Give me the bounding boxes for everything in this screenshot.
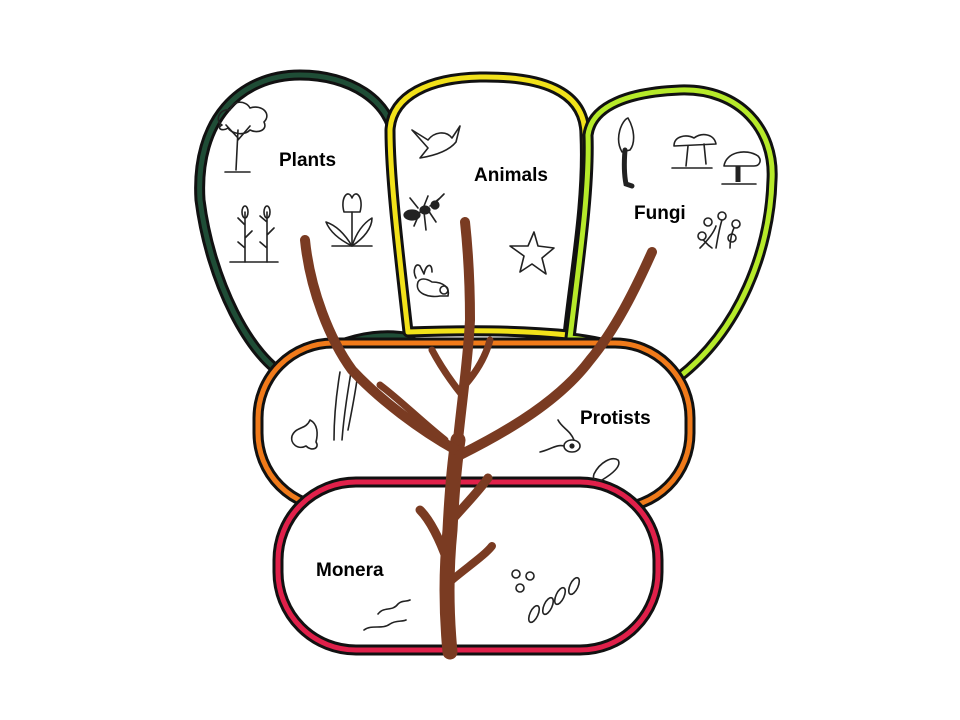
fungi-outline — [564, 84, 778, 384]
animals-outline — [384, 71, 591, 341]
branch-monera-left — [415, 505, 452, 565]
branch-monera-right — [448, 542, 496, 584]
plants-label: Plants — [279, 150, 336, 171]
branch-animals-right — [461, 336, 494, 389]
ant-icon — [403, 193, 445, 231]
bacillus-bacteria-icon — [527, 576, 581, 624]
amoeba-icon — [290, 419, 318, 450]
mushroom-icon — [721, 151, 761, 185]
tree-trunk — [439, 432, 466, 660]
animals-border — [387, 74, 588, 338]
animals-region — [384, 71, 591, 341]
tree-icon — [217, 101, 268, 173]
paramecium-icon — [592, 458, 620, 482]
tree-of-life — [300, 217, 657, 660]
animals-label: Animals — [474, 165, 548, 186]
fungi-sketches — [617, 117, 761, 249]
starfish-icon — [509, 231, 555, 275]
tulip-icon — [325, 193, 373, 247]
plants-region — [194, 69, 416, 384]
branch-animals — [453, 217, 475, 445]
animal-sketches — [403, 125, 555, 298]
mushroom-pair-icon — [671, 133, 717, 169]
elongated-fungus-icon — [617, 117, 635, 189]
monera-border — [275, 479, 661, 653]
plant-sketches — [217, 101, 373, 263]
fungi-label: Fungi — [634, 203, 686, 224]
protists-label: Protists — [580, 408, 651, 429]
monera-label: Monera — [316, 560, 384, 581]
coccus-bacteria-icon — [511, 569, 535, 593]
rabbit-icon — [413, 264, 450, 298]
reed-plants-icon — [229, 205, 279, 263]
branch-protists-right — [447, 473, 493, 525]
hummingbird-icon — [411, 125, 461, 159]
branch-animals-left — [428, 346, 466, 399]
branch-plants-inner — [376, 381, 449, 444]
branch-plants — [300, 235, 461, 455]
branch-fungi — [455, 247, 657, 460]
mold-cluster-icon — [697, 211, 741, 249]
spirillum-bacteria-icon — [363, 599, 411, 631]
plants-outline — [194, 69, 416, 384]
monera-sketches — [363, 569, 581, 631]
branch-fungi-inner — [516, 378, 574, 424]
flagellate-icon — [539, 419, 581, 453]
fungi-region — [564, 84, 778, 384]
